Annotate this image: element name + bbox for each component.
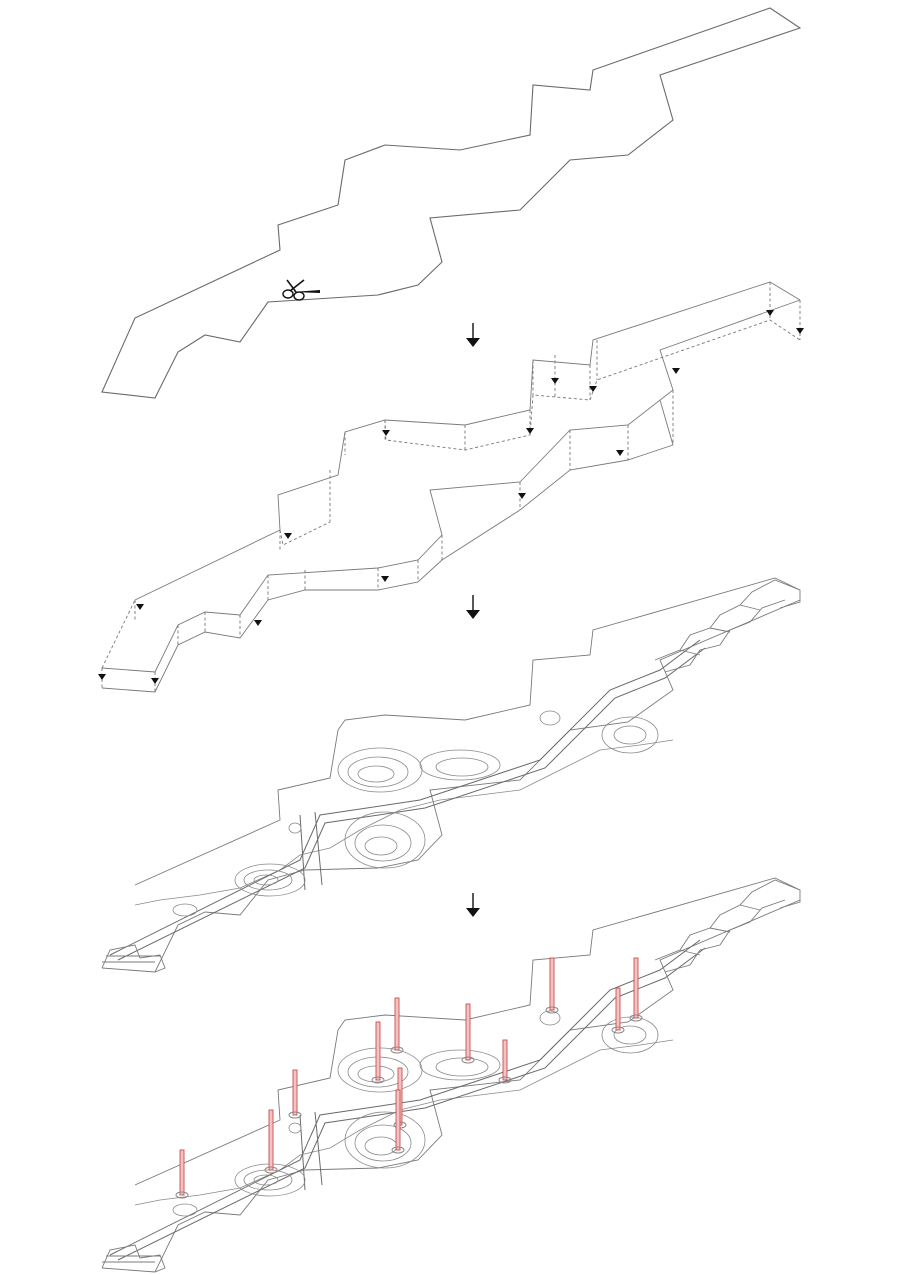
upper-stairs xyxy=(654,579,801,673)
level-markers xyxy=(98,310,804,684)
level-marker-icon xyxy=(589,386,597,392)
walkway xyxy=(109,639,706,961)
post-footing xyxy=(611,1026,625,1034)
post-footing xyxy=(264,1166,278,1174)
post-footing xyxy=(498,1076,512,1084)
terrain-ground-line xyxy=(134,739,674,906)
level-marker-icon xyxy=(526,428,534,434)
support-post xyxy=(465,1003,471,1061)
lower-stairs xyxy=(101,944,166,973)
site-outline xyxy=(101,7,802,399)
support-post xyxy=(615,987,621,1031)
support-post xyxy=(502,1039,508,1081)
level-marker-icon xyxy=(254,620,262,626)
level-marker-icon xyxy=(136,604,144,610)
support-post xyxy=(179,1149,185,1196)
level-marker-icon xyxy=(616,450,624,456)
level-marker-icon xyxy=(98,674,106,680)
level-marker-icon xyxy=(382,430,390,436)
topography xyxy=(172,710,659,917)
post-footing xyxy=(390,1046,404,1054)
step-outline xyxy=(101,7,802,399)
wall-verticals xyxy=(101,282,801,692)
support-post xyxy=(268,1109,274,1171)
arrow-down-icon xyxy=(466,595,480,619)
level-marker-icon xyxy=(766,310,774,316)
support-post xyxy=(375,1021,381,1081)
level-marker-icon xyxy=(796,328,804,334)
arrow-down-icon xyxy=(466,893,480,917)
front-wall-base xyxy=(101,399,674,693)
step-walls xyxy=(98,281,804,693)
level-marker-icon xyxy=(151,678,159,684)
support-post xyxy=(394,997,400,1051)
terrain-back-wall xyxy=(134,577,801,886)
back-wall-top xyxy=(134,281,801,601)
step-terrain xyxy=(101,577,801,973)
level-marker-icon xyxy=(672,368,680,374)
level-marker-icon xyxy=(284,533,292,539)
level-marker-icon xyxy=(551,378,559,384)
post-footing xyxy=(545,1006,559,1014)
support-post xyxy=(395,1089,401,1151)
post-footing xyxy=(391,1146,405,1154)
level-marker-icon xyxy=(518,493,526,499)
step-posts xyxy=(101,877,801,1273)
post-footing xyxy=(175,1191,189,1199)
post-footing xyxy=(371,1076,385,1084)
support-post xyxy=(633,957,639,1019)
post-footing xyxy=(629,1014,643,1022)
support-post xyxy=(549,957,555,1011)
arrow-down-icon xyxy=(466,323,480,347)
post-footing xyxy=(288,1111,302,1119)
terrain-front-wall xyxy=(101,599,801,973)
level-marker-icon xyxy=(381,576,389,582)
posts xyxy=(175,957,643,1199)
back-wall-base xyxy=(101,319,801,669)
front-wall-top xyxy=(101,299,801,673)
post-footing xyxy=(461,1056,475,1064)
scissors-icon xyxy=(282,279,320,301)
support-post xyxy=(292,1069,298,1116)
